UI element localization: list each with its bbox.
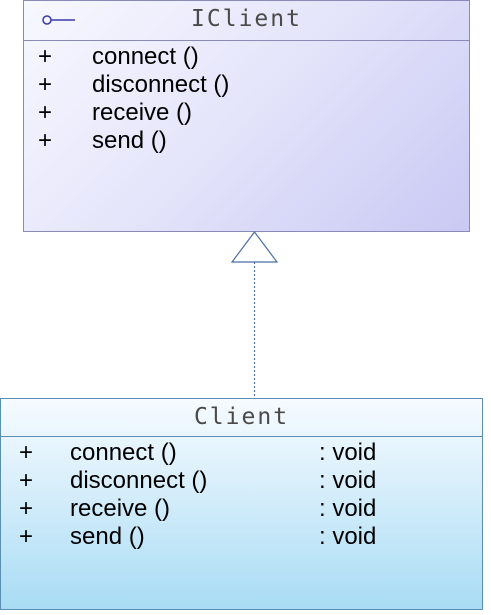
operation-name: receive (): [70, 495, 171, 522]
class-box-client[interactable]: Client + connect () : void + disconnect …: [0, 398, 483, 610]
interface-lollipop-icon: [42, 15, 75, 25]
operation-return-type: : void: [319, 523, 377, 550]
operation-visibility: +: [38, 99, 53, 126]
operation-return-type: : void: [319, 439, 377, 466]
operation-visibility: +: [38, 127, 53, 154]
operation-name: send (): [92, 127, 167, 154]
class-operation: + receive () : void: [1, 495, 482, 523]
operation-visibility: +: [19, 467, 34, 494]
operation-return-type: : void: [319, 495, 377, 522]
operation-name: connect (): [70, 439, 177, 466]
interface-operations-list: + connect () + disconnect () + receive (…: [24, 43, 469, 155]
class-operation: + connect () : void: [1, 439, 482, 467]
class-operation: + send () : void: [1, 523, 482, 551]
class-name: Client: [193, 404, 290, 430]
interface-box-iclient[interactable]: IClient + connect () + disconnect () + r…: [23, 0, 470, 232]
operation-visibility: +: [19, 523, 34, 550]
interface-operation: + connect (): [24, 43, 469, 71]
class-operations-list: + connect () : void + disconnect () : vo…: [1, 439, 482, 551]
operation-name: disconnect (): [92, 71, 230, 98]
class-operation: + disconnect () : void: [1, 467, 482, 495]
interface-operation: + send (): [24, 127, 469, 155]
class-header: Client: [1, 399, 482, 437]
interface-header: IClient: [24, 1, 469, 41]
operation-return-type: : void: [319, 467, 377, 494]
operation-name: disconnect (): [70, 467, 208, 494]
operation-name: receive (): [92, 99, 193, 126]
realization-arrowhead: [230, 231, 279, 263]
operation-visibility: +: [38, 43, 53, 70]
operation-visibility: +: [38, 71, 53, 98]
interface-name: IClient: [191, 6, 302, 32]
operation-visibility: +: [19, 439, 34, 466]
interface-operation: + receive (): [24, 99, 469, 127]
operation-name: send (): [70, 523, 145, 550]
operation-name: connect (): [92, 43, 199, 70]
operation-visibility: +: [19, 495, 34, 522]
interface-operation: + disconnect (): [24, 71, 469, 99]
